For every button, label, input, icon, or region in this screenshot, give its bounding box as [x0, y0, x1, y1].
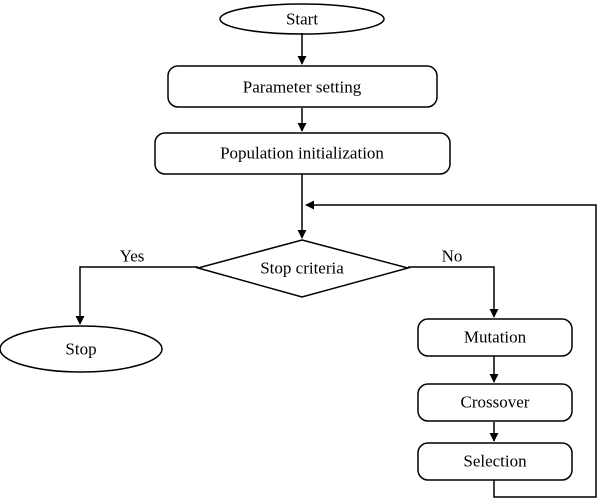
- crossover-shape: [417, 383, 573, 422]
- stop-node-label: Stop: [65, 340, 96, 359]
- selection-shape: [417, 442, 573, 481]
- start-node-label: Start: [286, 10, 318, 29]
- population-initialization-label: Population initialization: [220, 144, 384, 163]
- start-node: Start: [219, 3, 385, 35]
- selection-label: Selection: [463, 452, 527, 471]
- mutation-label: Mutation: [464, 328, 527, 347]
- edge-label-no: No: [442, 247, 463, 266]
- stop-criteria-label: Stop criteria: [260, 259, 344, 278]
- mutation-node: Mutation: [417, 318, 573, 357]
- edge-stop-criteria-to-stop: [75, 266, 198, 325]
- crossover-label: Crossover: [461, 393, 530, 412]
- start-node-shape: [219, 3, 385, 35]
- crossover-node: Crossover: [417, 383, 573, 422]
- parameter-setting-node: Parameter setting: [167, 65, 438, 108]
- stop-node: Stop: [0, 325, 163, 373]
- population-initialization-shape: [154, 132, 451, 175]
- parameter-setting-shape: [167, 65, 438, 108]
- edge-stop-criteria-to-mutation: [408, 266, 499, 318]
- edge-label-yes: Yes: [120, 247, 145, 266]
- edge-selection-loop-to-stop-criteria: [305, 200, 597, 498]
- stop-node-shape: [0, 325, 163, 373]
- stop-criteria-diamond: [195, 239, 411, 298]
- selection-node: Selection: [417, 442, 573, 481]
- parameter-setting-label: Parameter setting: [243, 78, 362, 97]
- stop-criteria-node: Stop criteria: [195, 239, 411, 298]
- mutation-shape: [417, 318, 573, 357]
- population-initialization-node: Population initialization: [154, 132, 451, 175]
